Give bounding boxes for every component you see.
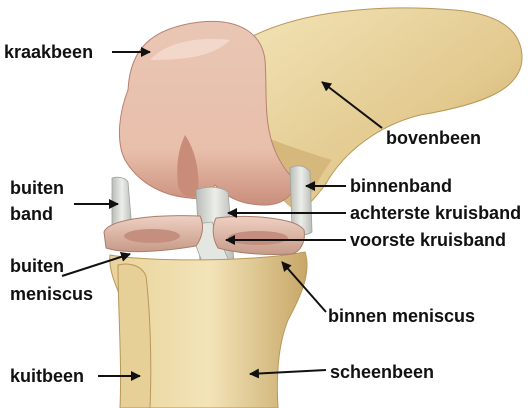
label-buiten-meniscus-line1: buiten <box>10 256 64 276</box>
label-voorste-kruisband: voorste kruisband <box>350 230 506 250</box>
label-binnen-meniscus: binnen meniscus <box>328 306 475 326</box>
fibula-bone <box>118 264 151 408</box>
lateral-meniscus-inner <box>124 229 180 243</box>
label-scheenbeen: scheenbeen <box>330 362 434 382</box>
label-buiten-meniscus-line2: meniscus <box>10 284 93 304</box>
label-buiten-band-line1: buiten <box>10 178 64 198</box>
label-kraakbeen: kraakbeen <box>4 42 93 62</box>
medial-meniscus-inner <box>228 231 288 245</box>
label-achterste-kruisband: achterste kruisband <box>350 203 521 223</box>
label-buiten-band-line2: band <box>10 204 53 224</box>
label-kuitbeen: kuitbeen <box>10 366 84 386</box>
label-binnenband: binnenband <box>350 176 452 196</box>
label-bovenbeen: bovenbeen <box>386 128 481 148</box>
